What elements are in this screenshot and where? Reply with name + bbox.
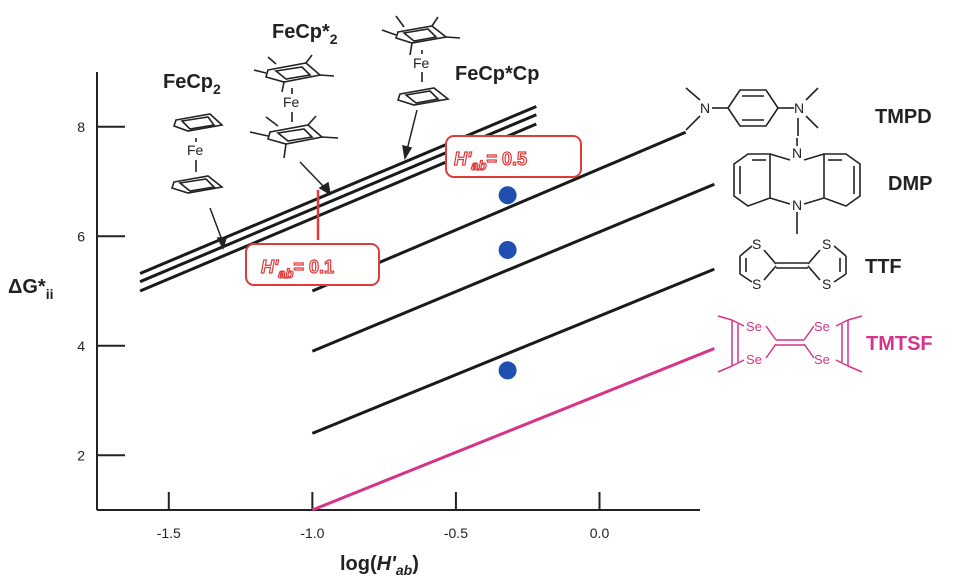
series-lines [139,105,715,512]
tmpd-n-right: N [794,100,804,116]
y-tick-label: 2 [77,447,85,463]
axes [96,72,700,511]
x-axis-title: log(H'ab) [340,553,419,578]
dmp-label: DMP [888,173,932,195]
ttf-s-3: S [822,236,831,252]
fecpscp-fe-label: Fe [413,55,430,71]
fecpscp-structure [381,15,461,106]
callout-h01: H'ab= 0.1 [245,190,380,286]
series-line-tmtsf [311,347,715,512]
callout-h05-text: H'ab= 0.5 [454,149,527,173]
fecpscp-label: FeCp*Cp [455,63,539,85]
ttf-s-4: S [822,276,831,292]
x-tick-label: -1.5 [157,525,181,541]
tmtsf-se-2: Se [746,352,762,367]
y-tick-label: 8 [77,119,85,135]
ticks: -1.5 -1.0 -0.5 0.0 2 4 6 8 [77,119,609,541]
dmp-n-top: N [792,145,802,161]
dmp-n-bottom: N [792,197,802,213]
x-tick-label: -1.0 [300,525,324,541]
y-axis-title: ΔG*ii [8,276,54,302]
tmtsf-structure [717,315,863,373]
data-points [498,186,517,380]
fecps2-structure [249,54,339,159]
tmpd-n-left: N [700,100,710,116]
y-tick-label: 4 [77,338,85,354]
fecp2-label: FeCp2 [163,71,221,97]
ttf-s-2: S [752,276,761,292]
callout-h05-box [445,135,582,178]
y-tick-label: 6 [77,228,85,244]
data-point [498,361,517,380]
fecps2-label: FeCp*2 [272,21,338,47]
ttf-label: TTF [865,256,902,278]
ttf-s-1: S [752,236,761,252]
tmtsf-se-3: Se [814,319,830,334]
callout-h05: H'ab= 0.5 [445,135,582,178]
series-line-ttf [311,267,715,435]
callout-h01-text: H'ab= 0.1 [261,257,334,281]
callout-h01-box [245,243,380,286]
series-line-dmp [311,182,715,353]
x-tick-label: 0.0 [590,525,610,541]
fecps2-fe-label: Fe [283,94,300,110]
tmtsf-label: TMTSF [866,333,933,355]
series-line-fecp-cp [139,105,537,275]
tmtsf-se-1: Se [746,319,762,334]
x-tick-label: -0.5 [444,525,468,541]
tmpd-label: TMPD [875,106,932,128]
tmtsf-se-4: Se [814,352,830,367]
ferrocene-pointers [209,109,418,251]
ttf-structure [739,245,847,283]
tmpd-structure [685,87,819,136]
data-point [498,240,517,259]
data-point [498,186,517,205]
dmp-structure [733,138,861,234]
fecp2-fe-label: Fe [187,142,204,158]
fecp2-structure [170,113,224,194]
